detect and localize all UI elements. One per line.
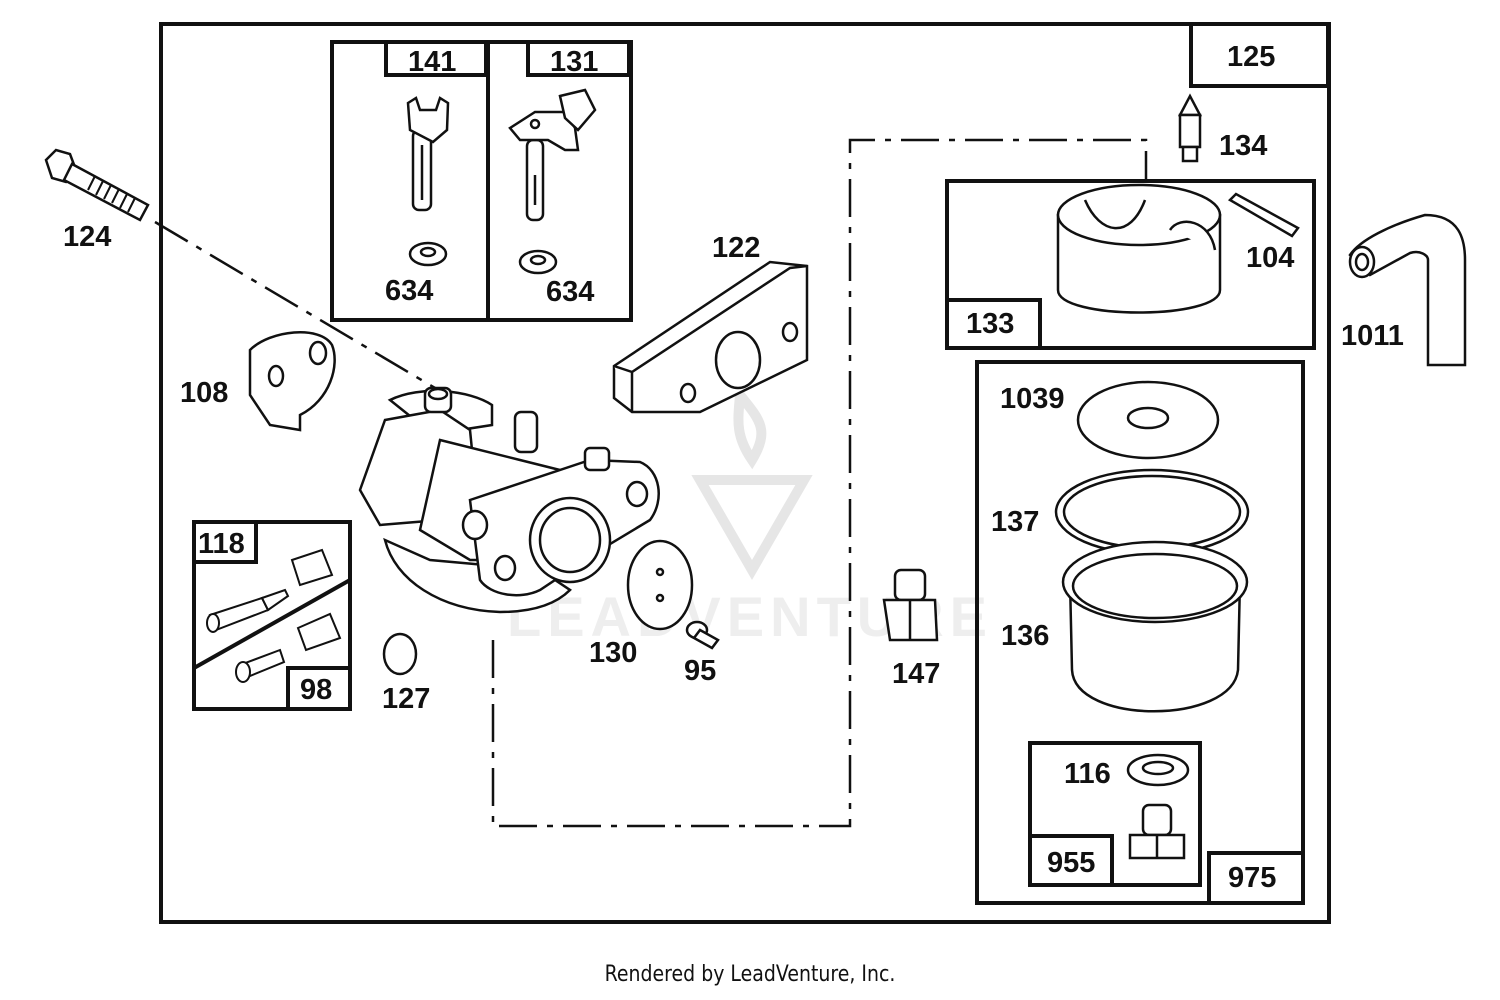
label-133: 133 (966, 308, 1014, 340)
box-133 (945, 179, 1316, 350)
label-136: 136 (1001, 620, 1049, 652)
label-137: 137 (991, 506, 1039, 538)
label-127: 127 (382, 683, 430, 715)
float-bowl-136-icon (1061, 540, 1249, 713)
label-634-left: 634 (385, 275, 433, 307)
label-122: 122 (712, 232, 760, 264)
part-labels: 124 108 141 131 634 634 122 125 134 104 … (63, 41, 1404, 894)
label-134: 134 (1219, 130, 1267, 162)
label-116: 116 (1064, 758, 1111, 790)
bowl-nut-955-icon (1128, 803, 1186, 860)
label-141: 141 (408, 46, 456, 78)
label-955: 955 (1047, 847, 1095, 879)
plate-108-icon (248, 331, 336, 432)
box-975 (975, 360, 1305, 905)
fuel-inlet-147-icon (882, 568, 939, 642)
watermark-logo (691, 382, 813, 580)
label-131: 131 (550, 46, 598, 78)
dash-line-connectors (154, 138, 1148, 828)
carburetor-body-icon (358, 386, 660, 614)
label-130: 130 (589, 637, 637, 669)
label-1039: 1039 (1000, 383, 1065, 415)
float-pin-104-icon (1227, 192, 1300, 238)
label-95: 95 (684, 655, 716, 687)
label-975: 975 (1228, 862, 1276, 894)
mixture-screw-icon (206, 548, 342, 683)
label-125: 125 (1227, 41, 1275, 73)
throttle-shaft-icon (508, 88, 597, 275)
footer-credit: Rendered by LeadVenture, Inc. (604, 962, 896, 987)
label-108: 108 (180, 377, 228, 409)
inlet-needle-134-icon (1177, 93, 1203, 163)
label-98: 98 (300, 674, 332, 706)
screw-95-icon (685, 620, 720, 650)
throttle-plate-130-icon (626, 539, 694, 631)
gasket-122-icon (612, 260, 809, 414)
box-125 (1189, 22, 1330, 88)
label-1011: 1011 (1341, 320, 1404, 352)
box-118-98 (192, 520, 352, 711)
label-124: 124 (63, 221, 111, 253)
plug-127-icon (382, 632, 418, 676)
label-634-right: 634 (546, 276, 594, 308)
box-141-131 (330, 40, 633, 322)
screw-124-icon (44, 148, 150, 222)
diagram-frame (159, 22, 1331, 924)
label-118: 118 (198, 528, 245, 560)
gasket-1039-icon (1076, 380, 1220, 460)
label-104: 104 (1246, 242, 1294, 274)
label-147: 147 (892, 658, 940, 690)
washer-116-icon (1126, 753, 1190, 787)
fuel-hose-1011-icon (1348, 213, 1467, 367)
float-133-icon (1056, 183, 1222, 314)
choke-shaft-icon (406, 96, 450, 267)
